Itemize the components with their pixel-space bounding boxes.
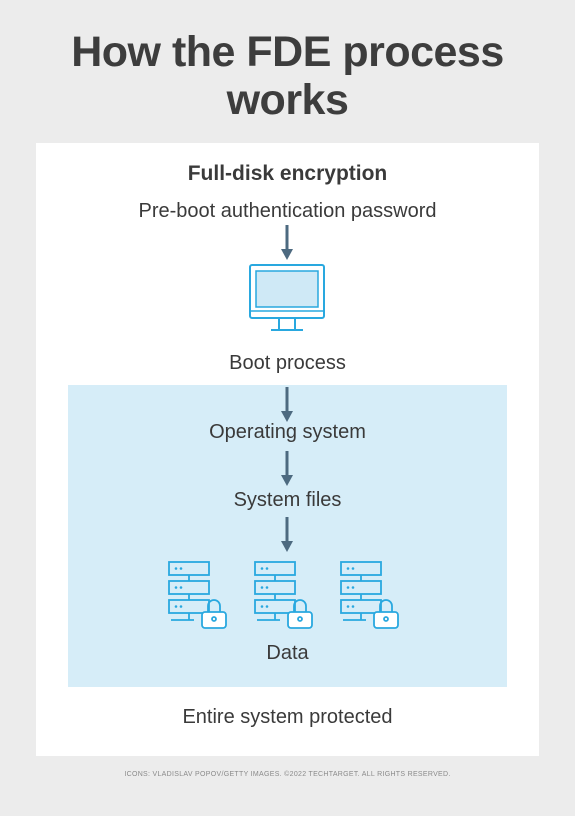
arrow-down-icon	[281, 451, 293, 486]
server-lock-icon	[254, 561, 313, 629]
monitor-icon	[249, 264, 325, 331]
image-credit: ICONS: VLADISLAV POPOV/GETTY IMAGES. ©20…	[124, 771, 451, 778]
title-line-1: How the FDE process	[71, 28, 504, 76]
step-preboot: Pre-boot authentication password	[138, 200, 437, 222]
server-lock-icon	[340, 561, 399, 629]
arrow-down-icon	[281, 225, 293, 260]
arrow-down-icon	[281, 387, 293, 422]
diagram-card: Full-disk encryption Pre-boot authentica…	[36, 143, 539, 756]
arrow-down-icon	[281, 517, 293, 552]
step-data: Data	[266, 642, 309, 664]
page-title: How the FDE process works	[0, 28, 575, 124]
step-operating-system: Operating system	[209, 421, 366, 443]
diagram-subtitle: Full-disk encryption	[187, 162, 388, 185]
step-entire-system-protected: Entire system protected	[182, 706, 393, 728]
step-system-files: System files	[233, 489, 342, 511]
step-boot: Boot process	[229, 352, 346, 374]
server-lock-icon	[168, 561, 227, 629]
title-line-2: works	[226, 76, 349, 124]
